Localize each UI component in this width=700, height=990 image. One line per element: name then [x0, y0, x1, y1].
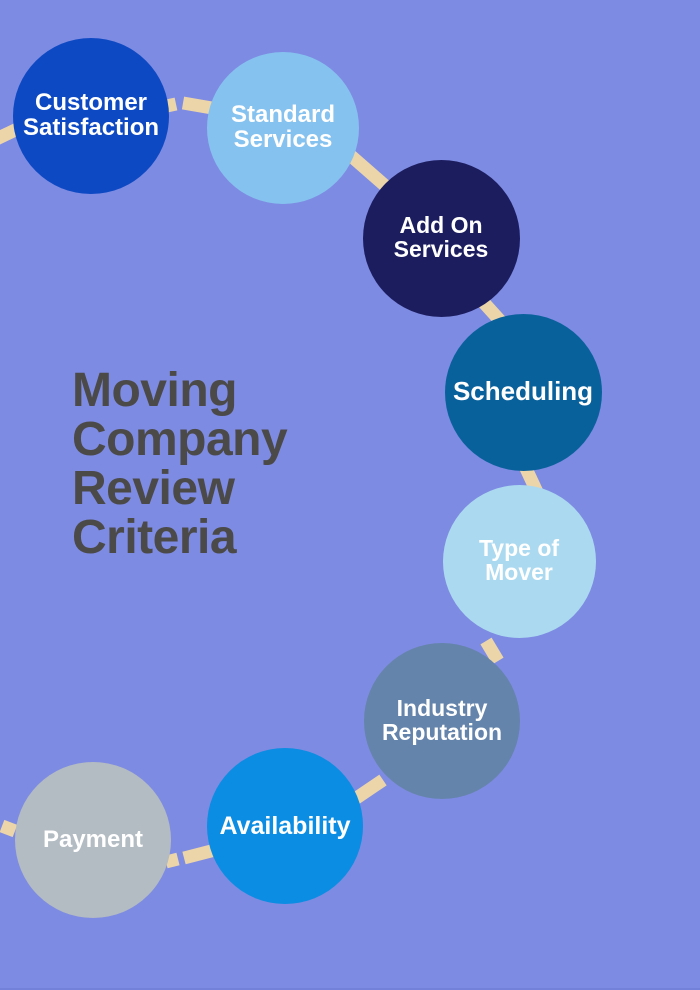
title-line-1: Moving [72, 364, 237, 417]
criteria-circle-scheduling: Scheduling [444, 313, 602, 471]
page-title: Moving Company Review Criteria [72, 364, 288, 564]
title-line-4: Criteria [72, 511, 237, 564]
circle-label-line: Add On [399, 212, 483, 239]
circle-label-line: Type of [478, 535, 560, 562]
connector-dash [164, 852, 180, 869]
circle-label-line: Satisfaction [22, 114, 160, 141]
connector-dash [480, 637, 504, 665]
bottom-edge-shadow [0, 988, 700, 990]
connector-dash [181, 96, 214, 115]
circle-label-line: Reputation [381, 719, 503, 745]
circle-label-line: Customer [34, 89, 148, 117]
circle-label-line: Mover [485, 559, 553, 585]
criteria-circle-payment: Payment [15, 762, 171, 918]
circle-label-line: Standard [230, 101, 335, 129]
connector-dash [0, 819, 18, 838]
circle-label-line: Scheduling [452, 376, 594, 407]
circle-label-line: Payment [42, 825, 144, 853]
title-line-3: Review [72, 462, 235, 515]
circle-label-line: Services [233, 126, 333, 153]
circle-label-line: Availability [219, 812, 351, 840]
circle-label-line: Services [393, 236, 489, 262]
criteria-circle-availability: Availability [207, 748, 363, 904]
connector-dash [182, 843, 217, 865]
circle-label-line: Industry [396, 695, 488, 722]
title-line-2: Company [72, 413, 288, 466]
